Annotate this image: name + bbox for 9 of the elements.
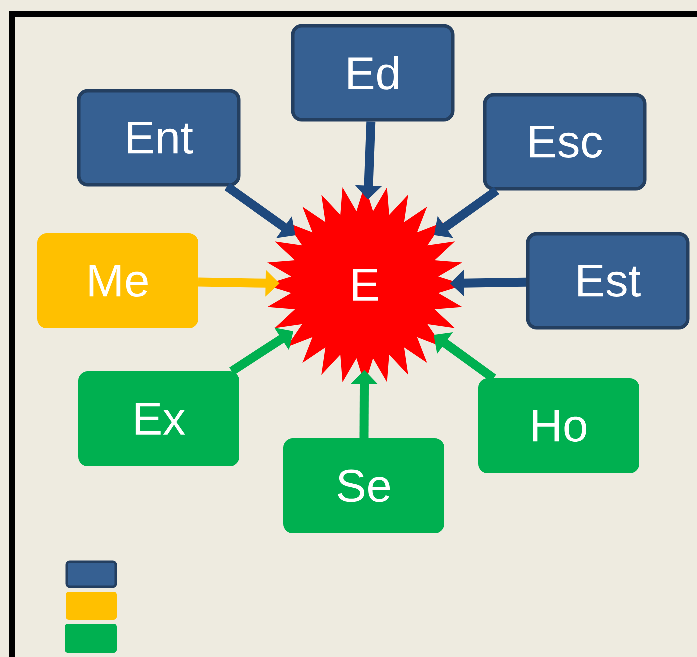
process-box: Ed [291,24,455,122]
process-box: Esc [483,93,647,191]
process-box: Ent [77,89,241,187]
process-box: Est [526,232,690,330]
process-box: Ex [78,372,240,466]
process-box: Ho [478,378,640,474]
process-box: Se [284,438,444,534]
process-box: Me [38,234,198,328]
starburst: E [265,185,465,385]
